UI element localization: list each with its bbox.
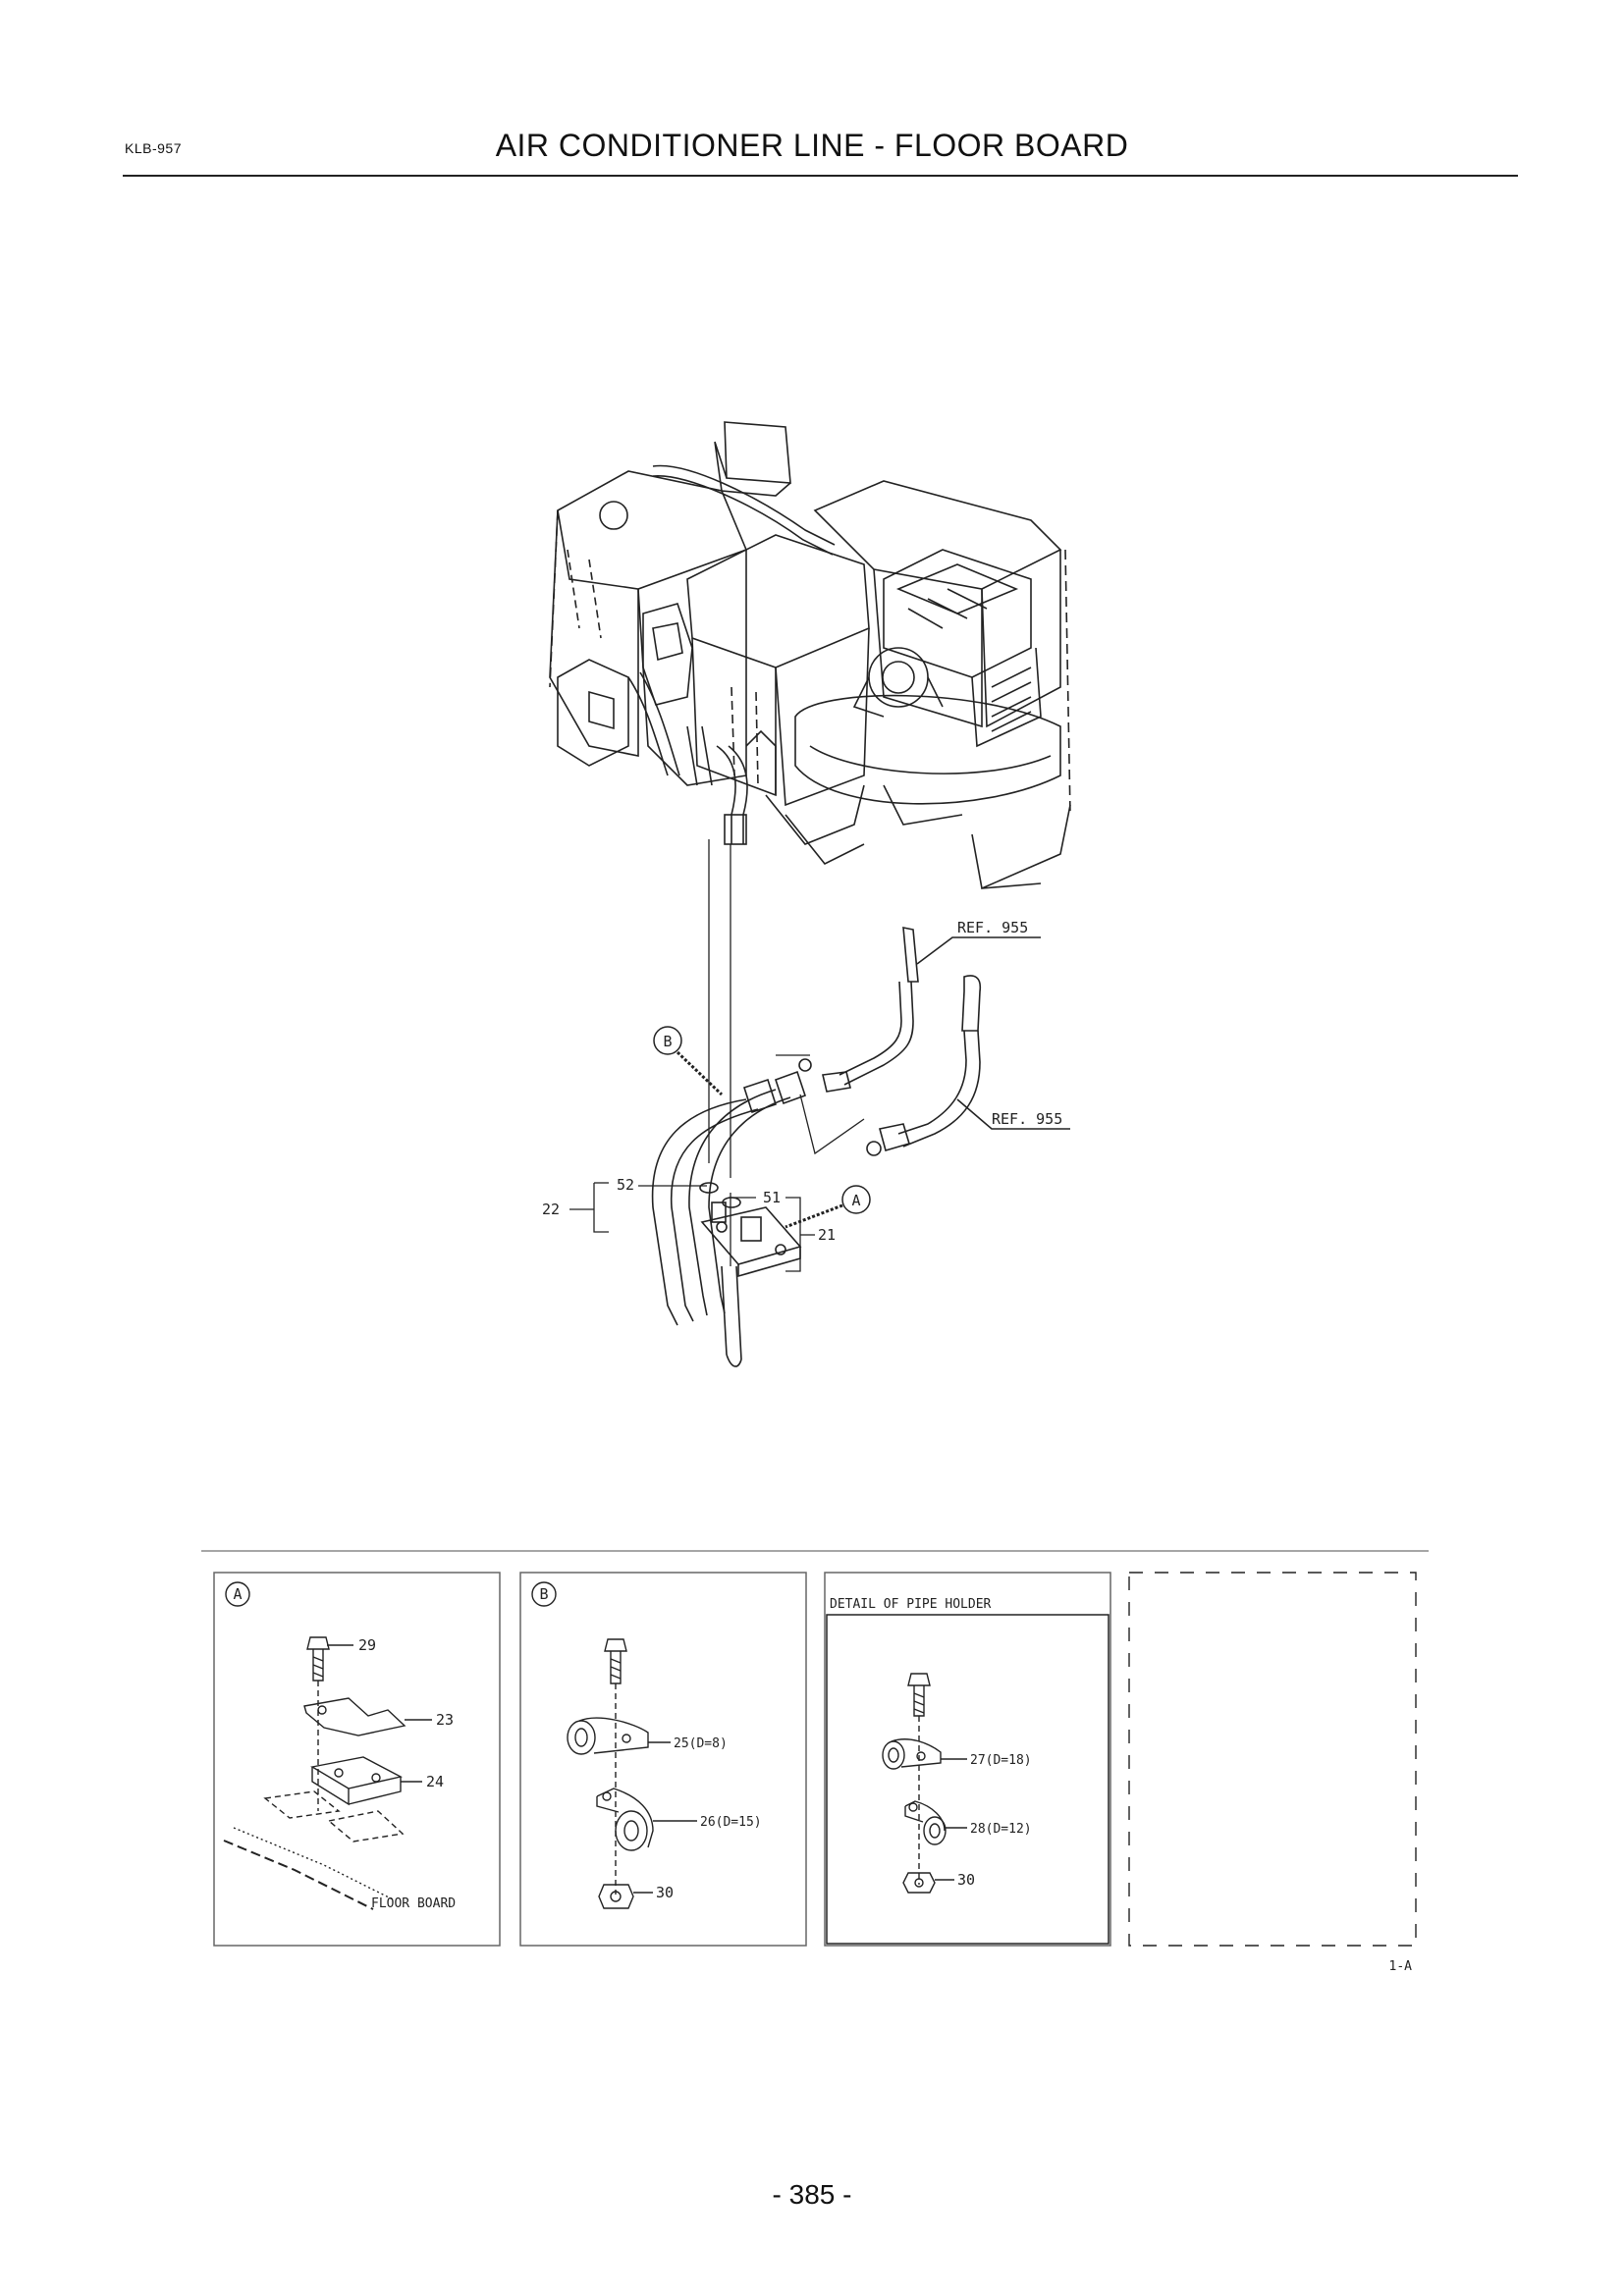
callout-21: 21 <box>818 1226 836 1244</box>
hose-fitting-assembly <box>651 1070 807 1367</box>
leader-lines <box>708 839 865 1266</box>
svg-text:23: 23 <box>436 1711 454 1729</box>
svg-text:25(D=8): 25(D=8) <box>674 1736 728 1751</box>
title-divider <box>123 175 1518 177</box>
svg-text:30: 30 <box>957 1871 975 1889</box>
svg-text:30: 30 <box>656 1884 674 1901</box>
floor-board-label: FLOOR BOARD <box>371 1896 456 1911</box>
marker-b-main: B <box>653 1026 724 1096</box>
svg-text:28(D=12): 28(D=12) <box>970 1822 1032 1837</box>
empty-detail-panel <box>1128 1572 1417 1947</box>
callout-51: 51 <box>763 1189 781 1206</box>
document-code: KLB-957 <box>125 140 182 156</box>
callout-52: 52 <box>617 1176 634 1194</box>
pipe-holder-title: DETAIL OF PIPE HOLDER <box>830 1597 992 1612</box>
svg-text:24: 24 <box>426 1773 444 1790</box>
svg-text:A: A <box>233 1585 242 1603</box>
page-title: AIR CONDITIONER LINE - FLOOR BOARD <box>495 128 1129 163</box>
ref-label-upper: REF. 955 <box>957 919 1028 936</box>
svg-text:29: 29 <box>358 1636 376 1654</box>
callout-22: 22 <box>542 1201 560 1218</box>
marker-a-main: A <box>785 1185 871 1229</box>
ref-pipes <box>798 927 1070 1156</box>
hvac-unit-drawing <box>549 421 1071 890</box>
svg-text:B: B <box>539 1585 548 1603</box>
svg-text:B: B <box>663 1033 672 1050</box>
ref-label-lower: REF. 955 <box>992 1110 1062 1128</box>
page-number: - 385 - <box>772 2179 852 2210</box>
svg-text:27(D=18): 27(D=18) <box>970 1753 1032 1768</box>
detail-panel-b: B 25(D=8) 26(D=15) <box>519 1572 807 1947</box>
callouts-main <box>569 1182 815 1272</box>
figure-id: 1-A <box>1389 1959 1413 1974</box>
detail-panel-pipe-holder: DETAIL OF PIPE HOLDER <box>824 1572 1111 1947</box>
svg-text:26(D=15): 26(D=15) <box>700 1815 762 1830</box>
detail-panel-a: A 29 23 24 FL <box>213 1572 501 1947</box>
svg-text:A: A <box>851 1192 860 1209</box>
